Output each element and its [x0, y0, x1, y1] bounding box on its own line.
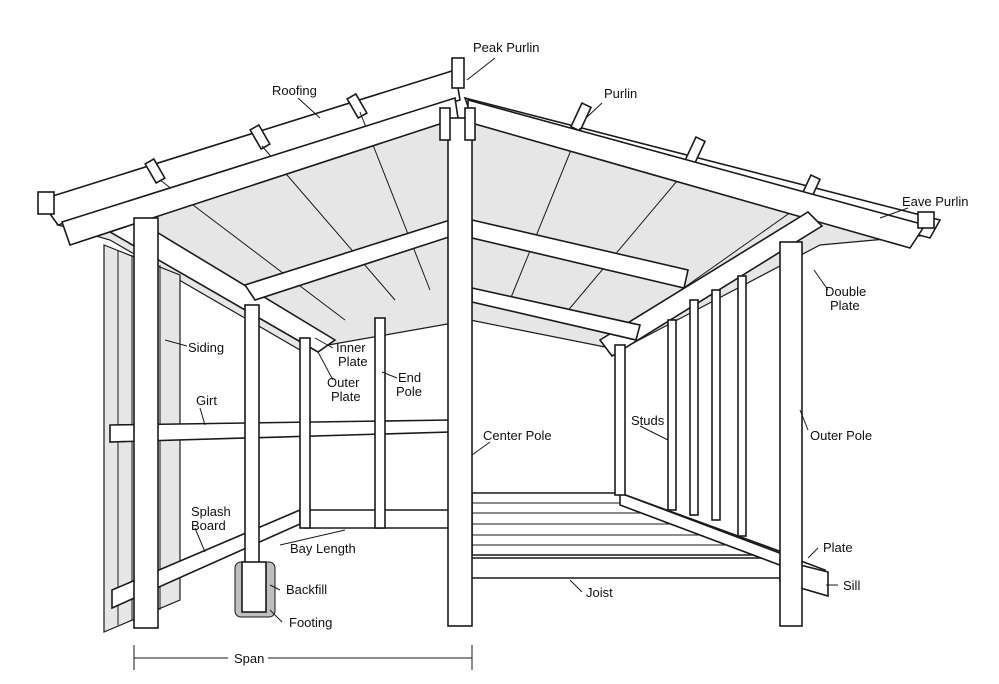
label-center-pole: Center Pole — [483, 428, 552, 443]
right-purlins — [509, 102, 822, 341]
label-inner-plate-2: Plate — [338, 354, 368, 369]
left-purlins — [144, 92, 431, 321]
label-footing: Footing — [289, 615, 332, 630]
stud-1 — [667, 319, 677, 511]
peak-purlin — [451, 57, 465, 89]
leader-lines — [164, 57, 909, 623]
left-middle-pole — [244, 304, 260, 564]
label-end-pole-1: End — [398, 370, 421, 385]
label-purlin: Purlin — [604, 86, 637, 101]
label-peak-purlin: Peak Purlin — [473, 40, 539, 55]
label-eave-purlin: Eave Purlin — [902, 194, 968, 209]
label-span: Span — [234, 651, 264, 666]
left-eave-block — [37, 191, 55, 215]
label-bay-length: Bay Length — [290, 541, 356, 556]
center-pole — [447, 117, 473, 627]
labels: Peak Purlin Roofing Purlin Eave Purlin D… — [188, 40, 968, 666]
roof — [37, 57, 942, 358]
end-pole — [374, 317, 386, 529]
poles — [133, 107, 803, 629]
floor-deck — [461, 491, 829, 598]
span-dimension — [133, 645, 473, 670]
left-back-pole — [299, 337, 311, 529]
eave-purlin-block — [917, 211, 935, 229]
label-roofing: Roofing — [272, 83, 317, 98]
label-plate: Plate — [823, 540, 853, 555]
label-outer-pole: Outer Pole — [810, 428, 872, 443]
joist-beam — [461, 557, 783, 579]
label-inner-plate-1: Inner — [336, 340, 366, 355]
stud-3 — [711, 289, 721, 521]
footing-pole-base — [241, 561, 267, 613]
label-splash-board-1: Splash — [191, 504, 231, 519]
label-backfill: Backfill — [286, 582, 327, 597]
label-outer-plate-1: Outer — [327, 375, 360, 390]
right-back-pole — [614, 344, 626, 496]
center-pole-cap-left — [439, 107, 451, 141]
stud-4 — [737, 275, 747, 537]
label-end-pole-2: Pole — [396, 384, 422, 399]
label-outer-plate-2: Plate — [331, 389, 361, 404]
label-studs: Studs — [631, 413, 665, 428]
label-double-plate-2: Plate — [830, 298, 860, 313]
label-girt: Girt — [196, 393, 217, 408]
right-double-plate — [598, 210, 824, 358]
center-pole-cap-right — [464, 107, 476, 141]
front-left-pole — [133, 217, 159, 629]
stud-2 — [689, 299, 699, 516]
label-double-plate-1: Double — [825, 284, 866, 299]
label-joist: Joist — [586, 585, 613, 600]
label-siding: Siding — [188, 340, 224, 355]
label-sill: Sill — [843, 578, 860, 593]
label-splash-board-2: Board — [191, 518, 226, 533]
outer-pole — [779, 241, 803, 627]
